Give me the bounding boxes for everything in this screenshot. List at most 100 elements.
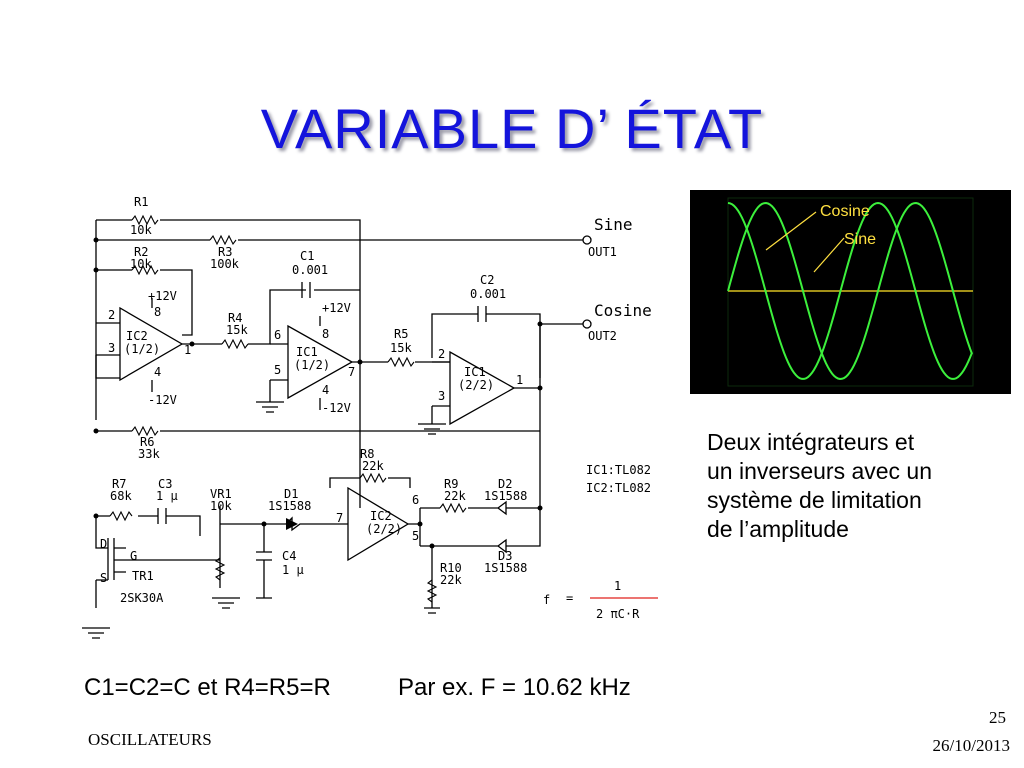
pin-label: S (100, 571, 107, 585)
frequency-example-note: Par ex. F = 10.62 kHz (398, 674, 631, 701)
label-out2: OUT2 (588, 329, 617, 343)
label-d1-value: 1S1588 (268, 499, 311, 513)
label-d3-value: 1S1588 (484, 561, 527, 575)
label-r7-value: 68k (110, 489, 132, 503)
scope-background (690, 190, 1011, 394)
slide-title: VARIABLE D’ ÉTAT (260, 97, 764, 160)
label-minus12-b: -12V (322, 401, 351, 415)
label-r2: R2 (134, 245, 148, 259)
label-ic1-part: IC1:TL082 (586, 463, 651, 477)
sine-pointer (813, 237, 845, 273)
label-c4: C4 (282, 549, 296, 563)
label-r9-value: 22k (444, 489, 466, 503)
pin-label: 5 (412, 529, 419, 543)
label-opamp-c-name: IC1 (464, 365, 486, 379)
label-d2: D2 (498, 477, 512, 491)
pin-label: 8 (322, 327, 329, 341)
pin-label: 2 (438, 347, 445, 361)
scope-frame (727, 197, 974, 387)
label-opamp-a-unit: (1/2) (124, 342, 160, 356)
label-r1: R1 (134, 195, 148, 209)
label-r4: R4 (228, 311, 242, 325)
pin-label: 4 (154, 365, 161, 379)
label-c1: C1 (300, 249, 314, 263)
formula-numerator: 1 (614, 579, 621, 593)
label-c3: C3 (158, 477, 172, 491)
label-tr1: TR1 (132, 569, 154, 583)
label-plus12-a: +12V (148, 289, 177, 303)
description-line: Deux intégrateurs et (707, 429, 915, 455)
label-out1: OUT1 (588, 245, 617, 259)
label-r3: R3 (218, 245, 232, 259)
pin-label: 1 (516, 373, 523, 387)
label-opamp-a-name: IC2 (126, 329, 148, 343)
label-r10-value: 22k (440, 573, 462, 587)
formula-denominator: 2 πC·R (596, 607, 640, 621)
formula-f: f (543, 593, 550, 607)
label-ic2-part: IC2:TL082 (586, 481, 651, 495)
label-d1: D1 (284, 487, 298, 501)
label-r3-value: 100k (210, 257, 240, 271)
label-c2: C2 (480, 273, 494, 287)
pin-label: 3 (438, 389, 445, 403)
label-r8-value: 22k (362, 459, 384, 473)
label-cosine-output: Cosine (594, 301, 652, 320)
pin-label: 7 (336, 511, 343, 525)
label-r10: R10 (440, 561, 462, 575)
label-r5-value: 15k (390, 341, 412, 355)
label-plus12-b: +12V (322, 301, 351, 315)
label-opamp-c-unit: (2/2) (458, 378, 494, 392)
formula-equals: = (566, 591, 573, 605)
label-r5: R5 (394, 327, 408, 341)
description-line: un inverseurs avec un (707, 458, 933, 484)
description-line: système de limitation (707, 487, 922, 513)
description-text: Deux intégrateurs et un inverseurs avec … (707, 428, 1007, 544)
pin-label: 6 (274, 328, 281, 342)
label-vr1-value: 10k (210, 499, 232, 513)
label-c1-value: 0.001 (292, 263, 328, 277)
label-minus12-a: -12V (148, 393, 177, 407)
label-c4-value: 1 μ (282, 563, 304, 577)
footer-course-title: OSCILLATEURS (88, 730, 212, 749)
label-sine-output: Sine (594, 215, 633, 234)
component-relation-note: C1=C2=C et R4=R5=R (84, 674, 331, 701)
pin-label: D (100, 537, 107, 551)
label-tr1-value: 2SK30A (120, 591, 164, 605)
label-r8: R8 (360, 447, 374, 461)
label-r4-value: 15k (226, 323, 248, 337)
pin-label: G (130, 549, 137, 563)
label-opamp-d-name: IC2 (370, 509, 392, 523)
label-c2-value: 0.001 (470, 287, 506, 301)
sine-trace (727, 201, 973, 381)
state-variable-oscillator-schematic: R1 10k R2 10k R3 100k R4 15k R5 15k R6 3… (82, 195, 658, 639)
label-opamp-b-unit: (1/2) (294, 358, 330, 372)
label-r1-value: 10k (130, 223, 152, 237)
label-opamp-d-unit: (2/2) (366, 522, 402, 536)
pin-label: 3 (108, 341, 115, 355)
description-line: de l’amplitude (707, 516, 849, 542)
pin-label: 8 (154, 305, 161, 319)
pin-label: 2 (108, 308, 115, 322)
label-r6: R6 (140, 435, 154, 449)
sine-label: Sine (844, 231, 876, 248)
pin-label: 1 (184, 343, 191, 357)
label-r2-value: 10k (130, 257, 152, 271)
cosine-trace (727, 201, 973, 380)
pin-label: 7 (348, 365, 355, 379)
label-d3: D3 (498, 549, 512, 563)
pin-label: 6 (412, 493, 419, 507)
oscilloscope-display: Cosine Sine (690, 190, 1011, 394)
label-vr1: VR1 (210, 487, 232, 501)
pin-label: 5 (274, 363, 281, 377)
cosine-label: Cosine (820, 203, 870, 220)
label-c3-value: 1 μ (156, 489, 178, 503)
label-d2-value: 1S1588 (484, 489, 527, 503)
cosine-pointer (765, 211, 817, 251)
pin-label: 4 (322, 383, 329, 397)
label-r7: R7 (112, 477, 126, 491)
page-number: 25 (989, 708, 1006, 727)
label-opamp-b-name: IC1 (296, 345, 318, 359)
label-r9: R9 (444, 477, 458, 491)
slide-date: 26/10/2013 (932, 736, 1010, 755)
label-r6-value: 33k (138, 447, 160, 461)
